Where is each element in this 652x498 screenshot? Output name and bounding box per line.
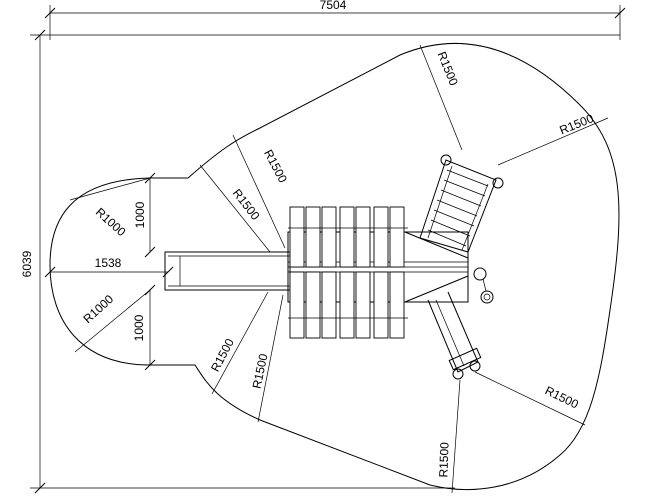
radius-label-r1000-bottom: R1000 xyxy=(80,292,116,326)
safety-zone-outline xyxy=(49,43,620,491)
radius-lines xyxy=(69,44,609,494)
width-1000-bottom-dimension: 1000 xyxy=(132,284,156,371)
radius-label-r1500-upper-left-b: R1500 xyxy=(230,186,263,223)
slide xyxy=(164,251,291,291)
slide-offset-label: 1538 xyxy=(95,256,122,270)
overall-width-dimension: 7504 xyxy=(44,0,626,40)
radius-label-r1500-top-right: R1500 xyxy=(435,49,461,87)
slide-offset-dimension: 1538 xyxy=(44,256,174,278)
radius-label-r1500-bottom: R1500 xyxy=(436,442,451,478)
overall-height-label: 6039 xyxy=(20,250,34,277)
steering-wheel xyxy=(473,267,494,304)
width-1000-top-dimension: 1000 xyxy=(133,172,156,258)
radius-label-r1500-upper-left-a: R1500 xyxy=(261,147,290,185)
width-1000-top-label: 1000 xyxy=(133,201,147,228)
overall-height-dimension: 6039 xyxy=(20,29,620,494)
deck-platform xyxy=(287,206,469,339)
radius-label-r1000-top: R1000 xyxy=(93,205,129,239)
overall-width-label: 7504 xyxy=(320,0,347,12)
radius-label-r1500-lower-left-b: R1500 xyxy=(250,352,271,390)
radius-label-r1500-right: R1500 xyxy=(557,111,595,137)
climbing-ladder xyxy=(419,154,504,253)
lower-ladder xyxy=(427,291,482,380)
width-1000-bottom-label: 1000 xyxy=(132,314,146,341)
radius-label-r1500-lower-left-a: R1500 xyxy=(208,336,237,374)
